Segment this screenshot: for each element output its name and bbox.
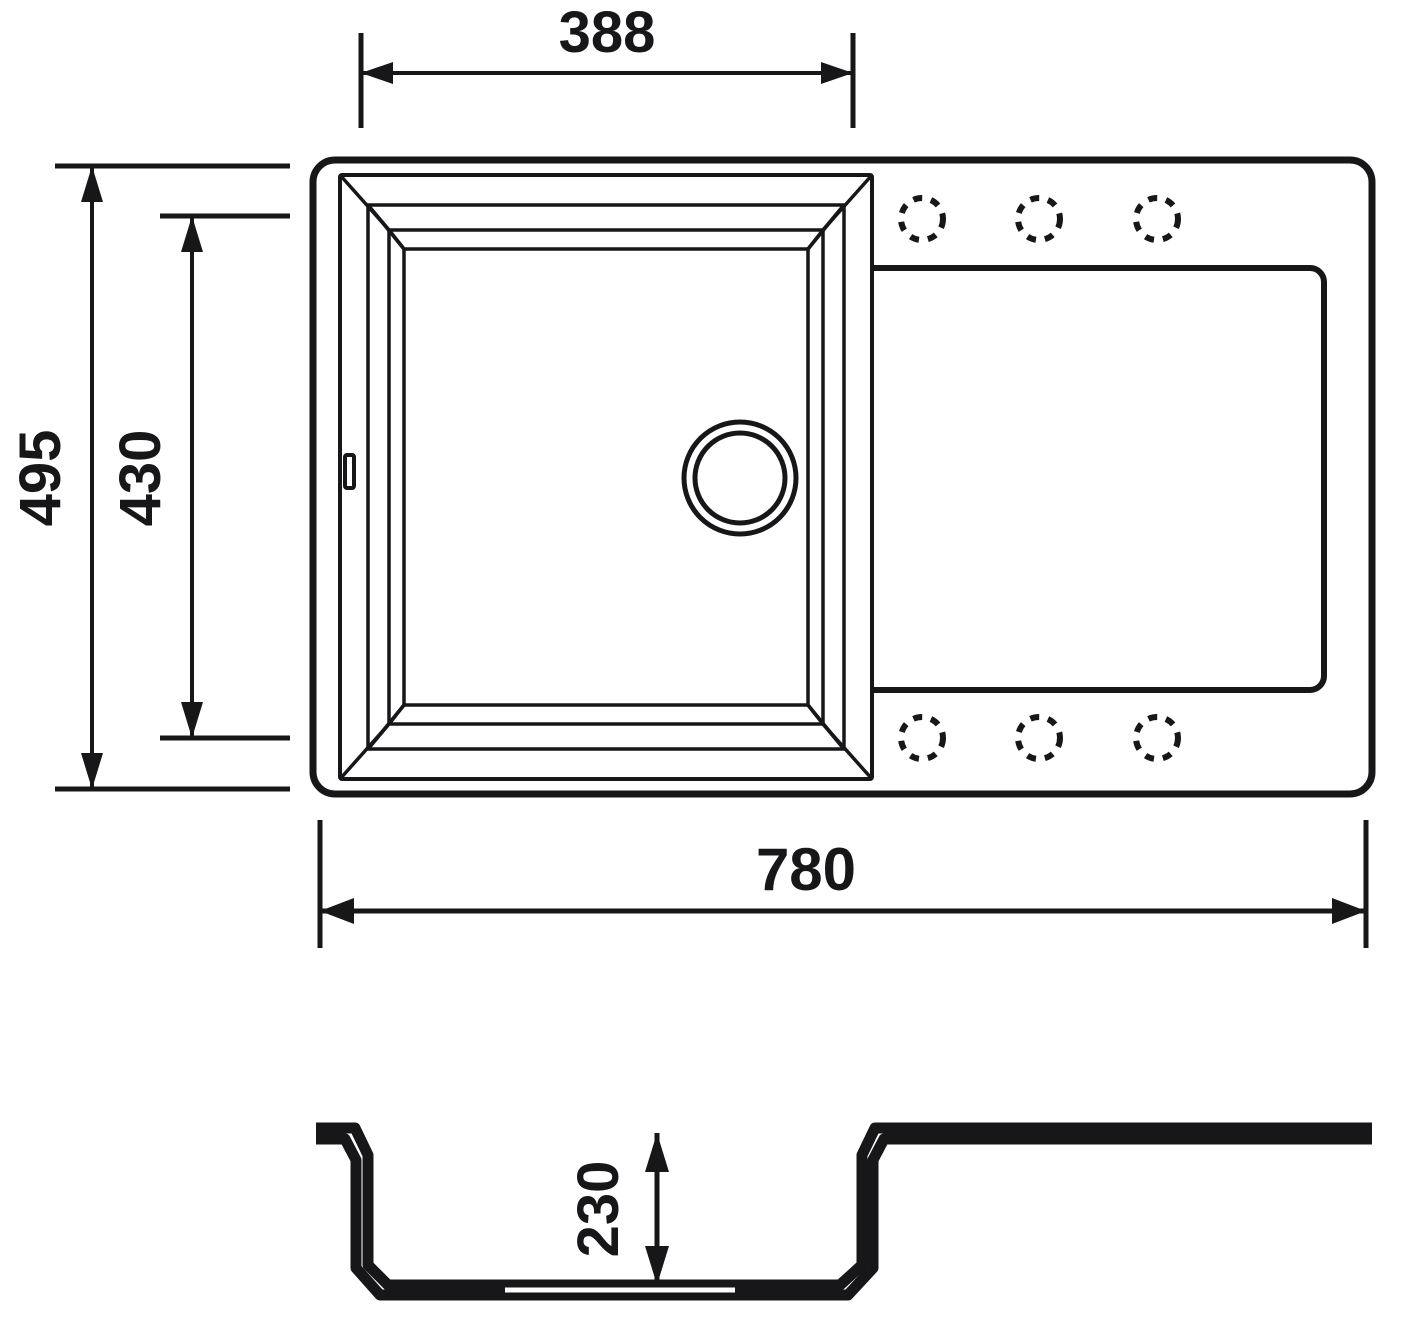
dim-label-495: 495 xyxy=(8,430,73,527)
tap-hole-knockout-bottom-3 xyxy=(1133,714,1181,762)
dimension-bowl-depth: 230 xyxy=(566,1133,669,1285)
bowl-corner-bevel-top-right xyxy=(806,173,874,251)
bowl-corner-bevel-bottom-left xyxy=(338,703,406,781)
dimension-overall-height: 495 xyxy=(8,163,290,792)
arrowhead-780-left xyxy=(320,898,354,924)
bowl-corner-bevel-bottom-right xyxy=(806,703,874,781)
bowl-floor xyxy=(402,247,810,707)
drainboard-panel xyxy=(872,265,1327,693)
dim-label-388: 388 xyxy=(559,0,656,65)
section-bowl-profile-outer xyxy=(316,1133,1372,1301)
bowl-corner-bevel-top-left xyxy=(338,173,406,251)
arrowhead-430-bottom xyxy=(181,702,203,738)
dimension-bowl-height: 430 xyxy=(108,213,290,741)
arrowhead-388-left xyxy=(361,62,393,84)
arrowhead-780-right xyxy=(1332,898,1366,924)
dimension-overall-width: 780 xyxy=(317,820,1369,948)
dim-label-780: 780 xyxy=(756,836,856,903)
arrowhead-495-top xyxy=(81,166,103,202)
arrowhead-388-right xyxy=(821,62,853,84)
overflow-slot xyxy=(343,453,356,490)
dim-label-430: 430 xyxy=(108,430,173,527)
drain-outlet-ring-outer xyxy=(681,419,799,537)
tap-hole-knockout-bottom-1 xyxy=(898,714,946,762)
plan-view xyxy=(309,156,1376,798)
tap-hole-knockout-top-2 xyxy=(1015,195,1063,243)
dim-label-230: 230 xyxy=(566,1161,631,1258)
arrowhead-230-bottom xyxy=(645,1246,669,1285)
tap-hole-knockout-top-3 xyxy=(1133,195,1181,243)
tap-hole-knockout-top-1 xyxy=(898,195,946,243)
arrowhead-430-top xyxy=(181,216,203,252)
tap-hole-knockout-bottom-2 xyxy=(1015,714,1063,762)
arrowhead-230-top xyxy=(645,1133,669,1172)
dimension-bowl-width: 388 xyxy=(358,0,856,128)
arrowhead-495-bottom xyxy=(81,753,103,789)
section-view: 230 xyxy=(316,1122,1372,1301)
section-bowl-profile-inner xyxy=(316,1122,1372,1291)
drain-outlet-ring-inner xyxy=(692,430,788,526)
